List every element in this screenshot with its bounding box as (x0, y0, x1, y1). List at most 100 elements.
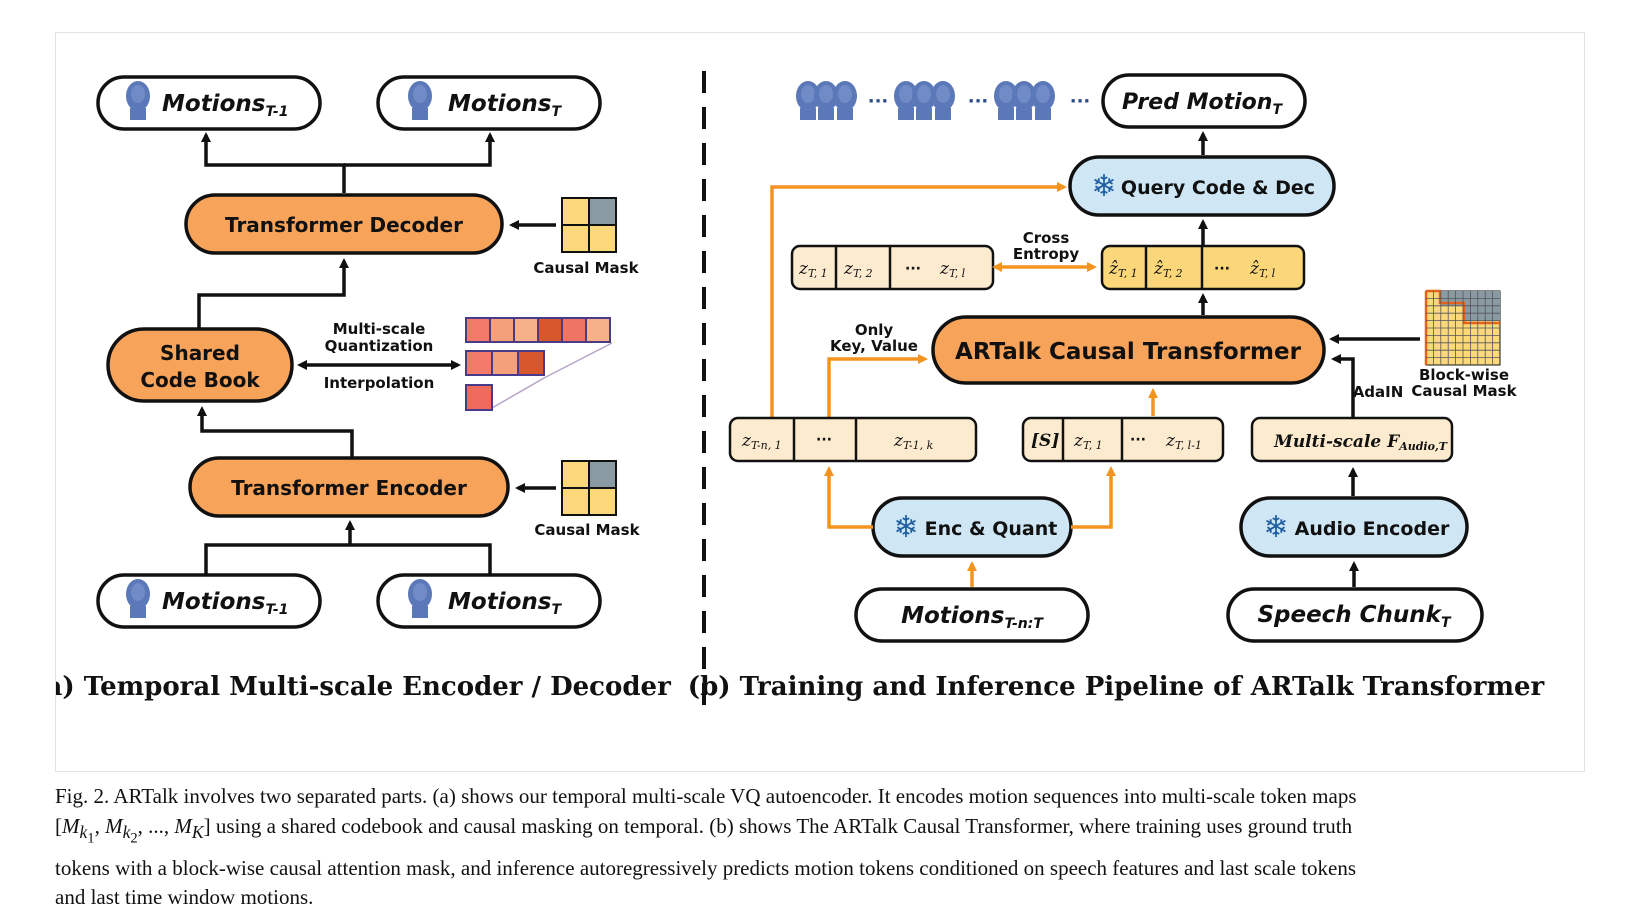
token-ellipsis: ··· (905, 261, 921, 277)
caption-mid: , ..., (137, 813, 175, 838)
motions-prev-bottom: MotionsT-1 (96, 573, 322, 629)
caption-line-2: [Mk1, Mk2, ..., MK] using a shared codeb… (55, 813, 1353, 847)
interpolation-label: Interpolation (324, 374, 435, 392)
svg-text:MotionsT: MotionsT (448, 91, 562, 120)
speech-chunk-label: Speech Chunk (1257, 602, 1442, 628)
gt-token-row: zT, 1 zT, 2 ··· zT, l (790, 244, 995, 291)
caption-k: k (122, 821, 131, 842)
blockwise-label-2: Causal Mask (1411, 382, 1517, 400)
caption-k: k (79, 821, 88, 842)
current-token-row: [S] zT, 1 ··· zT, l-1 (1021, 416, 1225, 463)
panel-b-caption: (b) Training and Inference Pipeline of A… (688, 672, 1545, 702)
face-icon (931, 81, 955, 120)
svg-text:MotionsT-n:T: MotionsT-n:T (901, 603, 1044, 632)
panel-a-caption: (a) Temporal Multi-scale Encoder / Decod… (56, 672, 671, 702)
motions-label: Motions (162, 589, 265, 615)
token-z: z (843, 259, 854, 279)
token-z: z (1165, 431, 1176, 451)
token-sub: T, 1 (808, 267, 828, 280)
decoder-label: Transformer Decoder (225, 213, 463, 237)
token-z: z (741, 431, 752, 451)
token-sub: T, l (949, 267, 966, 280)
motions-window: MotionsT-n:T (854, 587, 1090, 643)
pred-motion-label: Pred Motion (1122, 90, 1272, 115)
audio-encoder: ❄ Audio Encoder (1239, 496, 1469, 558)
enc-to-current-arrow (1071, 466, 1116, 529)
snowflake-icon: ❄ (893, 510, 918, 545)
motions-sub: T (551, 104, 562, 120)
svg-text:zT, 1: zT, 1 (1073, 431, 1103, 452)
motions-sub: T (551, 602, 562, 618)
codebook-to-decoder-arrow (197, 258, 349, 329)
token-ellipsis: ··· (816, 432, 832, 448)
svg-text:zT, 2: zT, 2 (843, 259, 873, 280)
face-icon (1031, 81, 1055, 120)
face-icon (833, 81, 857, 120)
multiscale-feat-label: Multi-scale F (1273, 432, 1401, 452)
query-code-dec: ❄ Query Code & Dec (1068, 155, 1336, 217)
caption-m: M (105, 813, 123, 838)
adain-arrow (1331, 354, 1355, 418)
face-sequence: ··· ··· ··· (796, 81, 1090, 120)
svg-text:MotionsT-1: MotionsT-1 (162, 589, 288, 618)
cross-entropy-label-2: Entropy (1013, 245, 1080, 263)
codebook-label-2: Code Book (140, 368, 260, 392)
caption-line-4: and last time window motions. (55, 885, 314, 910)
enc-quant-label: Enc & Quant (925, 518, 1058, 540)
face-ellipsis: ··· (968, 91, 989, 112)
svg-text:Pred MotionT: Pred MotionT (1122, 90, 1283, 118)
history-token-row: zT-n, 1 ··· zT-1, k (728, 416, 978, 463)
motions-label: Motions (162, 91, 265, 117)
svg-text:Multi-scale FAudio,T: Multi-scale FAudio,T (1273, 432, 1448, 453)
blockwise-label-1: Block-wise (1419, 366, 1509, 384)
multiscale-feat-sub: Audio,T (1398, 440, 1448, 453)
kv-to-transformer-arrow (827, 354, 928, 417)
caption-line-1: Fig. 2. ARTalk involves two separated pa… (55, 784, 1357, 808)
snowflake-icon: ❄ (1091, 169, 1116, 204)
token-sub: T, 2 (853, 267, 873, 280)
motions-cur-bottom: MotionsT (376, 573, 602, 629)
token-sub: T, l-1 (1175, 439, 1202, 452)
only-kv-label-1: Only (855, 321, 894, 339)
svg-text:zT-1, k: zT-1, k (893, 431, 934, 452)
token-sub: T, l (1259, 267, 1276, 280)
motions-label: Motions (448, 91, 551, 117)
token-sub: T, 1 (1083, 439, 1103, 452)
caption-K: K (191, 821, 204, 842)
token-z: z (893, 431, 904, 451)
blockwise-causal-mask (1424, 289, 1501, 366)
motions-sub: T-1 (265, 104, 288, 120)
caption-line-2-rest: ] using a shared codebook and causal mas… (203, 813, 1353, 838)
speech-chunk: Speech ChunkT (1226, 587, 1484, 643)
token-sub: T-1, k (903, 439, 934, 452)
causal-mask-encoder: Causal Mask (534, 460, 641, 539)
face-ellipsis: ··· (1070, 91, 1091, 112)
svg-text:Speech ChunkT: Speech ChunkT (1257, 602, 1452, 631)
query-code-label: Query Code & Dec (1121, 177, 1315, 199)
decoder-to-motions-cur-arrow (344, 132, 495, 167)
token-sub: T-n, 1 (751, 439, 782, 452)
snowflake-icon: ❄ (1263, 510, 1288, 545)
multiscale-token-maps (465, 317, 613, 411)
only-kv-label-2: Key, Value (830, 337, 918, 355)
motions-label: Motions (448, 589, 551, 615)
transformer-encoder: Transformer Encoder (188, 456, 510, 518)
svg-text:ẑT, 2: ẑT, 2 (1153, 259, 1183, 280)
caption-m: M (62, 813, 80, 838)
speech-chunk-sub: T (1441, 615, 1452, 631)
causal-mask-label: Causal Mask (533, 259, 639, 277)
audio-encoder-label: Audio Encoder (1295, 518, 1450, 540)
artalk-causal-transformer: ARTalk Causal Transformer (931, 315, 1326, 385)
svg-text:ẑT, 1: ẑT, 1 (1108, 259, 1138, 280)
cross-entropy-label-1: Cross (1023, 229, 1070, 247)
token-ellipsis: ··· (1130, 432, 1146, 448)
shared-codebook: Shared Code Book (106, 327, 294, 403)
enc-quant: ❄ Enc & Quant (871, 496, 1073, 558)
encoder-to-codebook-arrow (197, 406, 354, 457)
motions-prev-top: MotionsT-1 (96, 75, 322, 131)
msq-label-1: Multi-scale (333, 320, 426, 338)
history-to-query-arrow (770, 182, 1067, 417)
caption-m: M (174, 813, 192, 838)
token-z: z (798, 259, 809, 279)
token-zhat: ẑ (1249, 259, 1260, 279)
